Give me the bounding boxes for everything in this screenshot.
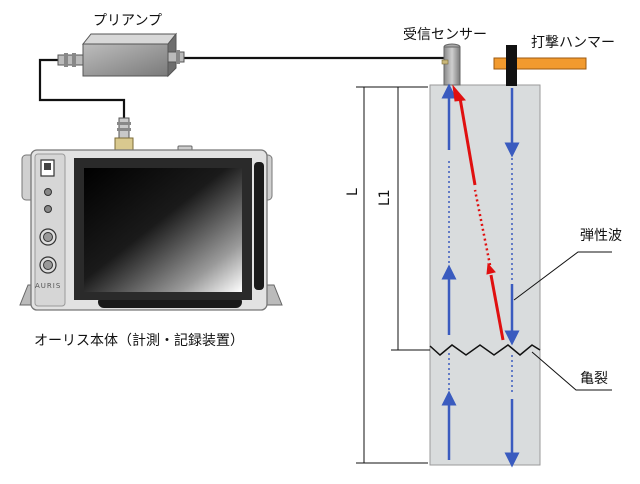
hammer-label: 打撃ハンマー xyxy=(531,35,615,51)
auris-device xyxy=(19,145,283,311)
elastic-wave-label: 弾性波 xyxy=(580,228,622,244)
dimension-L xyxy=(356,86,428,464)
dimension-L-label: L xyxy=(345,188,361,196)
wave-arrows xyxy=(441,83,520,468)
cable-sensor-to-preamp xyxy=(180,56,448,62)
device-label: オーリス本体（計測・記録装置） xyxy=(34,333,244,349)
sensor-label: 受信センサー xyxy=(403,27,487,43)
crack-label: 亀裂 xyxy=(580,371,608,387)
preamp xyxy=(57,32,185,78)
preamp-label: プリアンプ xyxy=(93,13,163,29)
receiver-sensor xyxy=(441,43,461,86)
dimension-L1-label: L1 xyxy=(377,189,393,206)
cable-preamp-to-device xyxy=(38,58,126,118)
specimen xyxy=(429,84,541,466)
leader-lines xyxy=(513,251,612,391)
dimension-L1 xyxy=(391,87,430,351)
device-screen xyxy=(84,168,242,292)
device-connector xyxy=(114,117,134,151)
hammer xyxy=(493,45,587,86)
crack-line xyxy=(429,344,541,356)
reflection-path xyxy=(452,84,505,341)
brand-logo-text: AURIS xyxy=(35,282,62,290)
